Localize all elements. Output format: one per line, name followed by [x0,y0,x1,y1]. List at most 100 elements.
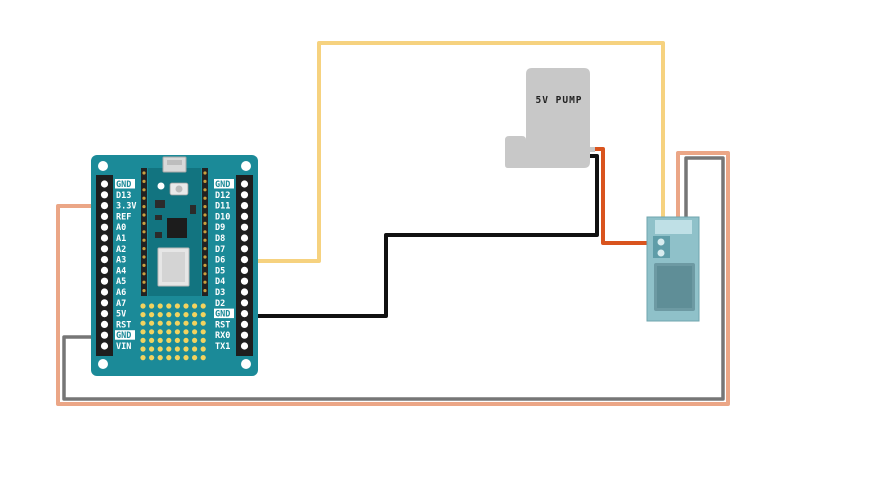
right-header-pin [240,202,249,210]
proto-pad [149,312,155,318]
pin-label: A6 [116,288,126,298]
left-header-pin [100,320,109,328]
left-header-pin [100,331,109,339]
pin-label: A5 [116,277,126,287]
pin-label: D12 [215,191,230,201]
nano-header-pin [203,247,207,251]
proto-pad [140,329,146,335]
proto-pad [200,303,206,309]
wire-black-gnd [253,154,599,318]
right-header-pin [240,212,249,220]
proto-pad [157,312,163,318]
proto-pad [166,303,172,309]
left-header-pin [100,212,109,220]
proto-pad [174,337,180,343]
proto-pad [149,355,155,361]
right-header-pin [240,310,249,318]
right-header-pin [240,320,249,328]
pin-label: 5V [116,310,126,320]
relay-screw-1 [657,238,665,246]
nano-header-pin [142,179,146,183]
proto-pad [140,320,146,326]
nano-header-pin [203,221,207,225]
pin-label: D7 [215,245,225,255]
pin-label: TX1 [215,342,230,352]
relay-terminal-block [655,220,692,234]
nano-header-pin [203,171,207,175]
right-header-pin [240,223,249,231]
relay-module-icon [646,216,700,322]
nano-header-pin [203,188,207,192]
nano-chip-tiny-2 [190,205,196,214]
left-header-pin [100,342,109,350]
left-header-pin [100,288,109,296]
left-header-pin [100,202,109,210]
nano-header-pin [203,230,207,234]
nano-header-pin [203,238,207,242]
left-header-pin [100,310,109,318]
nano-header-pin [203,213,207,217]
pin-label: D8 [215,234,225,244]
pin-label: A2 [116,245,126,255]
pin-label: RST [116,320,131,330]
left-header-pin [100,234,109,242]
nano-header-pin [142,205,146,209]
proto-pad [157,337,163,343]
microcontroller-board-icon: GNDD133.3VREFA0A1A2A3A4A5A6A75VRSTGNDVIN… [91,155,258,376]
proto-pad [140,337,146,343]
nano-chip-small [155,200,165,208]
pin-label-highlight [214,308,234,319]
pin-label: D11 [215,202,230,212]
nano-header-pin [142,272,146,276]
pin-label: A7 [116,299,126,309]
proto-pad [157,346,163,352]
pump-label: 5V PUMP [535,95,582,106]
right-header-pin [240,288,249,296]
right-header-pin [240,234,249,242]
proto-pad [183,337,189,343]
proto-pad [183,346,189,352]
proto-pad [166,320,172,326]
pump-tab-top [589,147,595,152]
nano-header-pin [142,196,146,200]
pin-label: D5 [215,266,225,276]
proto-pad [174,320,180,326]
pin-label-highlight [115,179,135,189]
proto-pad [200,329,206,335]
proto-pad [192,346,198,352]
proto-pad [157,303,163,309]
pin-label: D2 [215,299,225,309]
proto-pad [140,303,146,309]
usb-connector-inner [167,160,182,165]
left-header-pin [100,223,109,231]
wire-yellow-d6 [253,41,665,263]
nano-header-pin [203,196,207,200]
right-header [236,175,253,356]
pin-label: GND [215,180,230,190]
proto-pad [166,312,172,318]
proto-pad [140,346,146,352]
nano-header-pin [203,255,207,259]
proto-pad [183,312,189,318]
nano-header-pin [203,272,207,276]
proto-pad [166,329,172,335]
nano-header-pin [142,213,146,217]
proto-pad [192,320,198,326]
proto-pad [149,320,155,326]
pin-label: 3.3V [116,202,136,212]
nano-chip-tiny-3 [155,232,162,238]
relay-chip-inner [657,266,692,308]
relay-screw-2 [657,249,665,257]
proto-pad [200,337,206,343]
nano-header-dots [142,171,207,293]
proto-pad [174,346,180,352]
nano-header-pin [142,230,146,234]
proto-pad [166,355,172,361]
nano-header-pin [142,238,146,242]
nano-header-pin [142,289,146,293]
pin-label-highlight [115,330,135,340]
proto-pad [149,303,155,309]
mounting-hole-tr [241,161,251,171]
pin-label: RST [215,320,230,330]
